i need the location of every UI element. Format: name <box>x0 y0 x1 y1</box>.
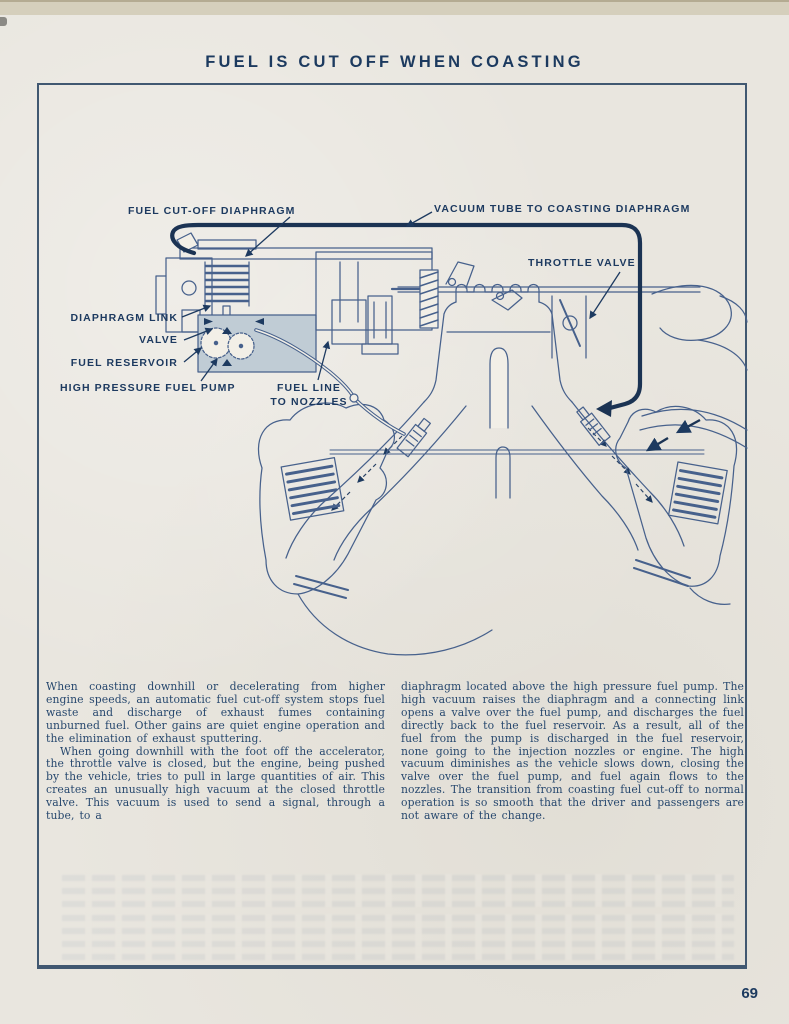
page-showthrough-upper <box>62 874 734 907</box>
content-border <box>37 83 747 969</box>
page-showthrough-lower <box>62 914 734 960</box>
body-column-left: When coasting downhill or decelerating f… <box>46 680 385 823</box>
label-vacuum-tube: VACUUM TUBE TO COASTING DIAPHRAGM <box>434 203 691 215</box>
label-fuel-cutoff-diaphragm: FUEL CUT-OFF DIAPHRAGM <box>128 205 296 217</box>
label-diaphragm-link: DIAPHRAGM LINK <box>70 312 178 324</box>
label-valve: VALVE <box>139 334 178 346</box>
label-fuel-line-line1: FUEL LINE <box>277 382 341 394</box>
scan-smudge <box>0 17 7 26</box>
label-throttle-valve: THROTTLE VALVE <box>528 257 636 269</box>
scan-edge <box>0 0 789 15</box>
label-fuel-reservoir: FUEL RESERVOIR <box>70 357 178 369</box>
paragraph-diaphragm-operation: diaphragm located above the high pressur… <box>401 680 744 823</box>
label-fuel-line-to-nozzles: FUEL LINE TO NOZZLES <box>256 382 362 409</box>
paragraph-downhill-vacuum: When going downhill with the foot off th… <box>46 744 385 823</box>
paragraph-coasting-intro: When coasting downhill or decelerating f… <box>46 680 385 745</box>
page-number: 69 <box>741 985 758 1002</box>
label-fuel-line-line2: TO NOZZLES <box>270 395 348 408</box>
page-title: FUEL IS CUT OFF WHEN COASTING <box>205 53 584 71</box>
label-high-pressure-fuel-pump: HIGH PRESSURE FUEL PUMP <box>60 382 236 394</box>
body-column-right: diaphragm located above the high pressur… <box>401 680 744 823</box>
